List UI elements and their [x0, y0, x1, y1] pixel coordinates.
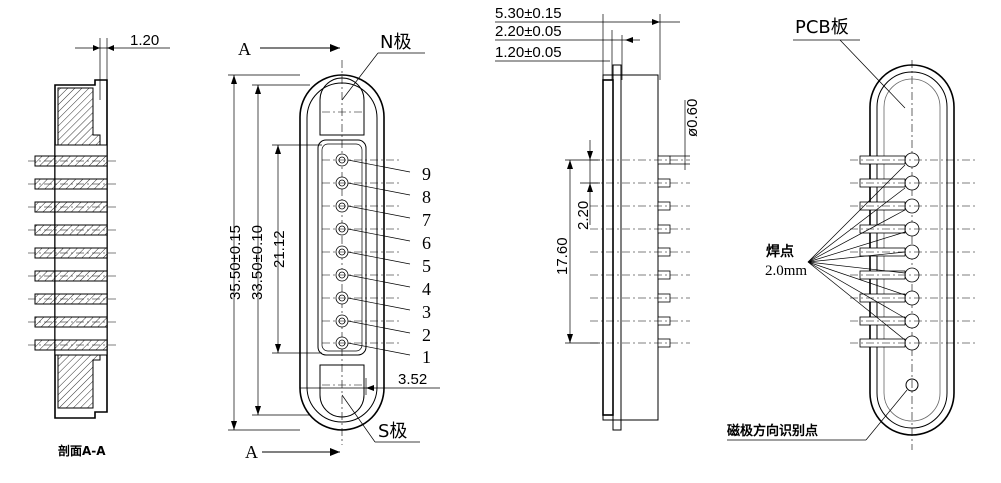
pin-number-3: 3: [422, 302, 431, 322]
section-view: 1.20 剖面A-: [28, 32, 170, 458]
dim-pitch: 2.20: [575, 201, 592, 230]
pin-number-7: 7: [422, 210, 431, 230]
pin-number-2: 2: [422, 325, 431, 345]
pin-number-8: 8: [422, 187, 431, 207]
pin-number-1: 1: [422, 347, 431, 367]
dim-inner: 33.50±0.10: [249, 225, 266, 300]
section-mark-bottom: A: [245, 442, 258, 462]
section-caption: 剖面A-A: [58, 443, 106, 458]
dim-total: 5.30±0.15: [495, 5, 562, 22]
section-mark-top: A: [238, 39, 251, 59]
side-view: 5.30±0.15 2.20±0.05 1.20±0.05: [495, 5, 701, 431]
pcb-pin-stubs: [859, 155, 906, 348]
orientation-mark: [905, 378, 919, 392]
side-pins: [657, 155, 671, 348]
n-pole-label: N极: [380, 32, 411, 53]
dim-mid: 2.20±0.05: [495, 23, 562, 40]
section-dim-top: 1.20: [130, 32, 159, 49]
dim-plate: 1.20±0.05: [495, 44, 562, 61]
solder-pads: [904, 152, 920, 351]
dim-overall: 35.50±0.15: [227, 225, 244, 300]
pin-number-6: 6: [422, 233, 431, 253]
solder-label: 焊点: [766, 243, 794, 260]
solder-size: 2.0mm: [765, 263, 807, 279]
dim-side: 3.52: [398, 371, 427, 388]
back-view: PCB板 焊点 2.0mm 磁极方向识别点: [727, 17, 975, 450]
s-pole-label: S极: [378, 421, 407, 442]
dim-pins: 21.12: [271, 230, 288, 268]
orientation-mark-label: 磁极方向识别点: [727, 423, 818, 439]
pcb-label: PCB板: [795, 17, 849, 38]
dim-pin-dia: ø0.60: [684, 99, 701, 137]
front-view: A A: [227, 32, 440, 462]
pin-number-5: 5: [422, 256, 431, 276]
pin-number-9: 9: [422, 164, 431, 184]
pin-number-4: 4: [422, 279, 431, 299]
dim-span: 17.60: [554, 237, 571, 275]
